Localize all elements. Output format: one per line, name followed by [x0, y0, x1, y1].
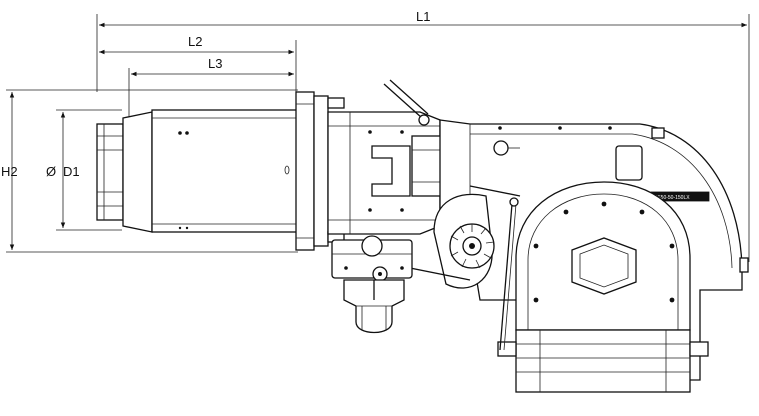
dimension-d1: Ø D1	[46, 109, 122, 231]
combustion-head	[96, 109, 299, 233]
diameter-symbol: Ø	[46, 164, 56, 179]
dimension-label-d1: D1	[63, 164, 80, 179]
dimension-label-h2: H2	[1, 164, 18, 179]
dimension-label-l2: L2	[188, 34, 202, 49]
dimension-l1: L1	[96, 9, 750, 262]
rating-plate-text: KS50-50-150LX	[654, 195, 690, 201]
dimension-label-l1: L1	[416, 9, 430, 24]
dimension-h2: H2	[1, 89, 298, 253]
pump-assembly	[331, 235, 413, 334]
fan-cover	[497, 181, 749, 393]
blast-tube-body	[327, 79, 443, 235]
dimension-l2: L2	[99, 34, 297, 95]
dimension-l3: L3	[128, 56, 294, 118]
mounting-flange	[295, 91, 345, 251]
dimension-label-l3: L3	[208, 56, 222, 71]
